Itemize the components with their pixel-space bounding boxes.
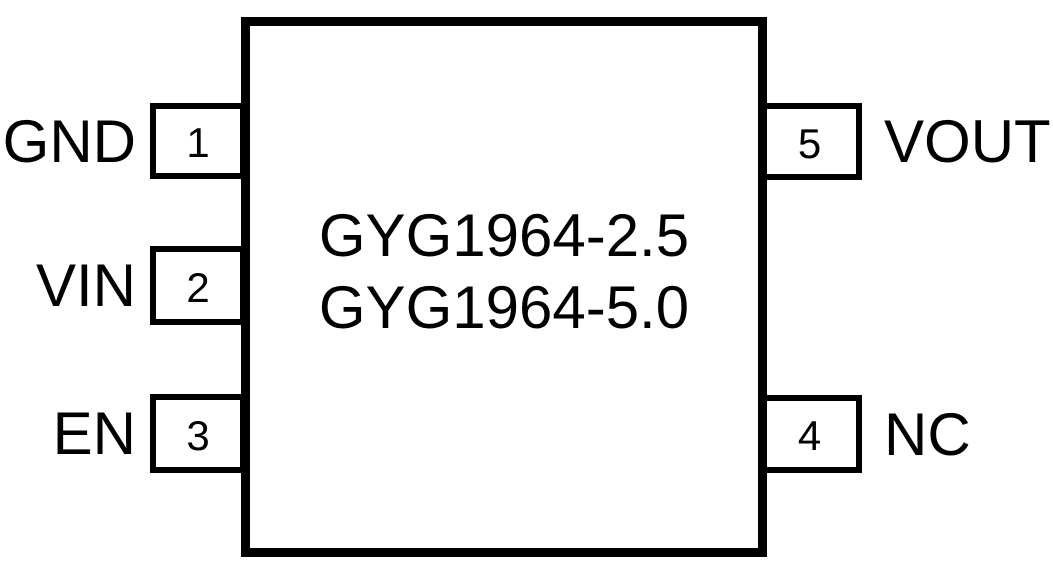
pin-number-5: 5 — [797, 119, 822, 167]
pin-number-2: 2 — [186, 263, 210, 311]
pin-label-gnd: GND — [2, 107, 136, 175]
pin-box-1: 1 — [150, 103, 246, 179]
pin-label-nc: NC — [884, 400, 971, 468]
pin-number-4: 4 — [797, 412, 822, 459]
ic-body: GYG1964-2.5 GYG1964-5.0 — [241, 17, 767, 557]
pin-number-3: 3 — [186, 411, 210, 459]
pin-box-4: 4 — [757, 395, 862, 473]
pin-label-vin: VIN — [35, 252, 136, 319]
pin-number-1: 1 — [186, 119, 210, 166]
pin-label-en: EN — [52, 400, 136, 467]
pin-box-2: 2 — [150, 246, 246, 325]
pin-box-3: 3 — [150, 394, 246, 473]
pin-label-vout: VOUT — [884, 108, 1051, 175]
pin-box-5: 5 — [757, 103, 862, 180]
part-number-line-1: GYG1964-2.5 — [318, 202, 690, 269]
part-number-line-2: GYG1964-5.0 — [318, 274, 690, 341]
part-numbers: GYG1964-2.5 GYG1964-5.0 — [250, 200, 758, 344]
